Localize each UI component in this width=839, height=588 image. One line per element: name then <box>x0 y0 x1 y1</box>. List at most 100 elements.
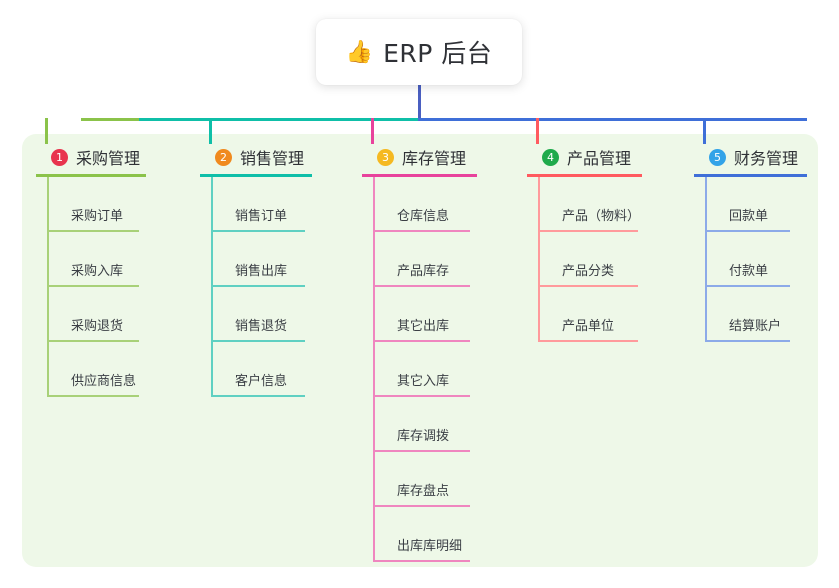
leaf-node-rule <box>538 285 638 287</box>
connector-drop-3 <box>371 118 374 144</box>
leaf-node[interactable]: 产品单位 <box>538 287 642 342</box>
leaf-node-label: 销售订单 <box>235 209 288 224</box>
column-children-4: 产品（物料） 产品分类产品单位 <box>538 177 642 342</box>
column-badge-5: 5 <box>709 148 726 166</box>
leaf-node[interactable]: 采购订单 <box>47 177 146 232</box>
column-2: 2 销售管理销售订单销售出库销售退货客户信息 <box>200 144 312 397</box>
leaf-node[interactable]: 仓库信息 <box>373 177 477 232</box>
connector-trunk-vertical <box>418 85 421 119</box>
leaf-node-rule <box>211 340 305 342</box>
leaf-node-rule <box>538 230 638 232</box>
leaf-node-label: 回款单 <box>729 209 769 224</box>
column-title-4: 产品管理 <box>567 149 632 168</box>
leaf-node-label: 产品库存 <box>397 264 450 279</box>
leaf-node-rule <box>211 395 305 397</box>
leaf-node-label: 供应商信息 <box>71 374 137 389</box>
leaf-node[interactable]: 库存调拨 <box>373 397 477 452</box>
leaf-node-rule <box>47 285 139 287</box>
leaf-node[interactable]: 产品库存 <box>373 232 477 287</box>
column-title-3: 库存管理 <box>402 149 467 168</box>
leaf-node-label: 产品单位 <box>562 319 615 334</box>
leaf-node-label: 客户信息 <box>235 374 288 389</box>
leaf-node-label: 采购入库 <box>71 264 124 279</box>
leaf-node-label: 销售出库 <box>235 264 288 279</box>
connector-drop-5 <box>703 118 706 144</box>
leaf-node-rule <box>705 230 790 232</box>
leaf-node[interactable]: 采购退货 <box>47 287 146 342</box>
column-header-1[interactable]: 1 采购管理 <box>36 144 146 170</box>
leaf-node[interactable]: 产品分类 <box>538 232 642 287</box>
leaf-node[interactable]: 结算账户 <box>705 287 807 342</box>
column-stem-3 <box>373 177 375 562</box>
leaf-node-label: 结算账户 <box>729 319 782 334</box>
column-rule-2 <box>200 174 312 177</box>
column-title-1: 采购管理 <box>76 149 141 168</box>
column-rule-1 <box>36 174 146 177</box>
connector-drop-1 <box>45 118 48 144</box>
connector-bus-blue <box>418 118 807 121</box>
root-node-card[interactable]: 👍 ERP 后台 <box>316 19 522 85</box>
leaf-node-label: 库存盘点 <box>397 484 450 499</box>
leaf-node[interactable]: 产品（物料） <box>538 177 642 232</box>
column-rule-4 <box>527 174 642 177</box>
leaf-node[interactable]: 客户信息 <box>211 342 312 397</box>
leaf-node-label: 产品分类 <box>562 264 615 279</box>
leaf-node-rule <box>373 230 470 232</box>
column-title-2: 销售管理 <box>240 149 305 168</box>
leaf-node-rule <box>211 285 305 287</box>
leaf-node-label: 付款单 <box>729 264 769 279</box>
leaf-node[interactable]: 销售出库 <box>211 232 312 287</box>
leaf-node-rule <box>373 560 470 562</box>
leaf-node-label: 其它出库 <box>397 319 450 334</box>
leaf-node-rule <box>47 340 139 342</box>
column-stem-2 <box>211 177 213 397</box>
leaf-node-label: 产品（物料） <box>562 209 641 224</box>
connector-drop-4 <box>536 118 539 144</box>
column-badge-2: 2 <box>215 148 232 166</box>
column-rule-5 <box>694 174 807 177</box>
column-badge-3: 3 <box>377 148 394 166</box>
leaf-node[interactable]: 出库库明细 <box>373 507 477 562</box>
column-children-5: 回款单付款单结算账户 <box>705 177 807 342</box>
column-children-1: 采购订单采购入库采购退货供应商信息 <box>47 177 146 397</box>
column-stem-5 <box>705 177 707 342</box>
connector-drop-2 <box>209 118 212 144</box>
leaf-node[interactable]: 库存盘点 <box>373 452 477 507</box>
column-header-5[interactable]: 5 财务管理 <box>694 144 807 170</box>
column-badge-1: 1 <box>51 148 68 166</box>
column-3: 3 库存管理仓库信息产品库存其它出库其它入库库存调拨库存盘点出库库明细 <box>362 144 477 562</box>
leaf-node-label: 出库库明细 <box>397 539 463 554</box>
leaf-node-rule <box>211 230 305 232</box>
leaf-node[interactable]: 其它入库 <box>373 342 477 397</box>
leaf-node-rule <box>705 340 790 342</box>
leaf-node-rule <box>373 450 470 452</box>
column-header-2[interactable]: 2 销售管理 <box>200 144 312 170</box>
leaf-node[interactable]: 付款单 <box>705 232 807 287</box>
column-header-3[interactable]: 3 库存管理 <box>362 144 477 170</box>
leaf-node[interactable]: 销售订单 <box>211 177 312 232</box>
leaf-node[interactable]: 销售退货 <box>211 287 312 342</box>
leaf-node-rule <box>538 340 638 342</box>
column-stem-1 <box>47 177 49 397</box>
leaf-node[interactable]: 其它出库 <box>373 287 477 342</box>
leaf-node-rule <box>373 505 470 507</box>
leaf-node-label: 采购退货 <box>71 319 124 334</box>
connector-bus-teal <box>139 118 420 121</box>
leaf-node[interactable]: 供应商信息 <box>47 342 146 397</box>
leaf-node-rule <box>373 340 470 342</box>
leaf-node-label: 仓库信息 <box>397 209 450 224</box>
column-children-2: 销售订单销售出库销售退货客户信息 <box>211 177 312 397</box>
column-title-5: 财务管理 <box>734 149 799 168</box>
leaf-node-rule <box>47 230 139 232</box>
column-1: 1 采购管理采购订单采购入库采购退货供应商信息 <box>36 144 146 397</box>
leaf-node-rule <box>47 395 139 397</box>
column-children-3: 仓库信息产品库存其它出库其它入库库存调拨库存盘点出库库明细 <box>373 177 477 562</box>
leaf-node-label: 采购订单 <box>71 209 124 224</box>
connector-bus-green <box>81 118 141 121</box>
leaf-node-label: 其它入库 <box>397 374 450 389</box>
leaf-node-label: 销售退货 <box>235 319 288 334</box>
leaf-node[interactable]: 回款单 <box>705 177 807 232</box>
leaf-node[interactable]: 采购入库 <box>47 232 146 287</box>
